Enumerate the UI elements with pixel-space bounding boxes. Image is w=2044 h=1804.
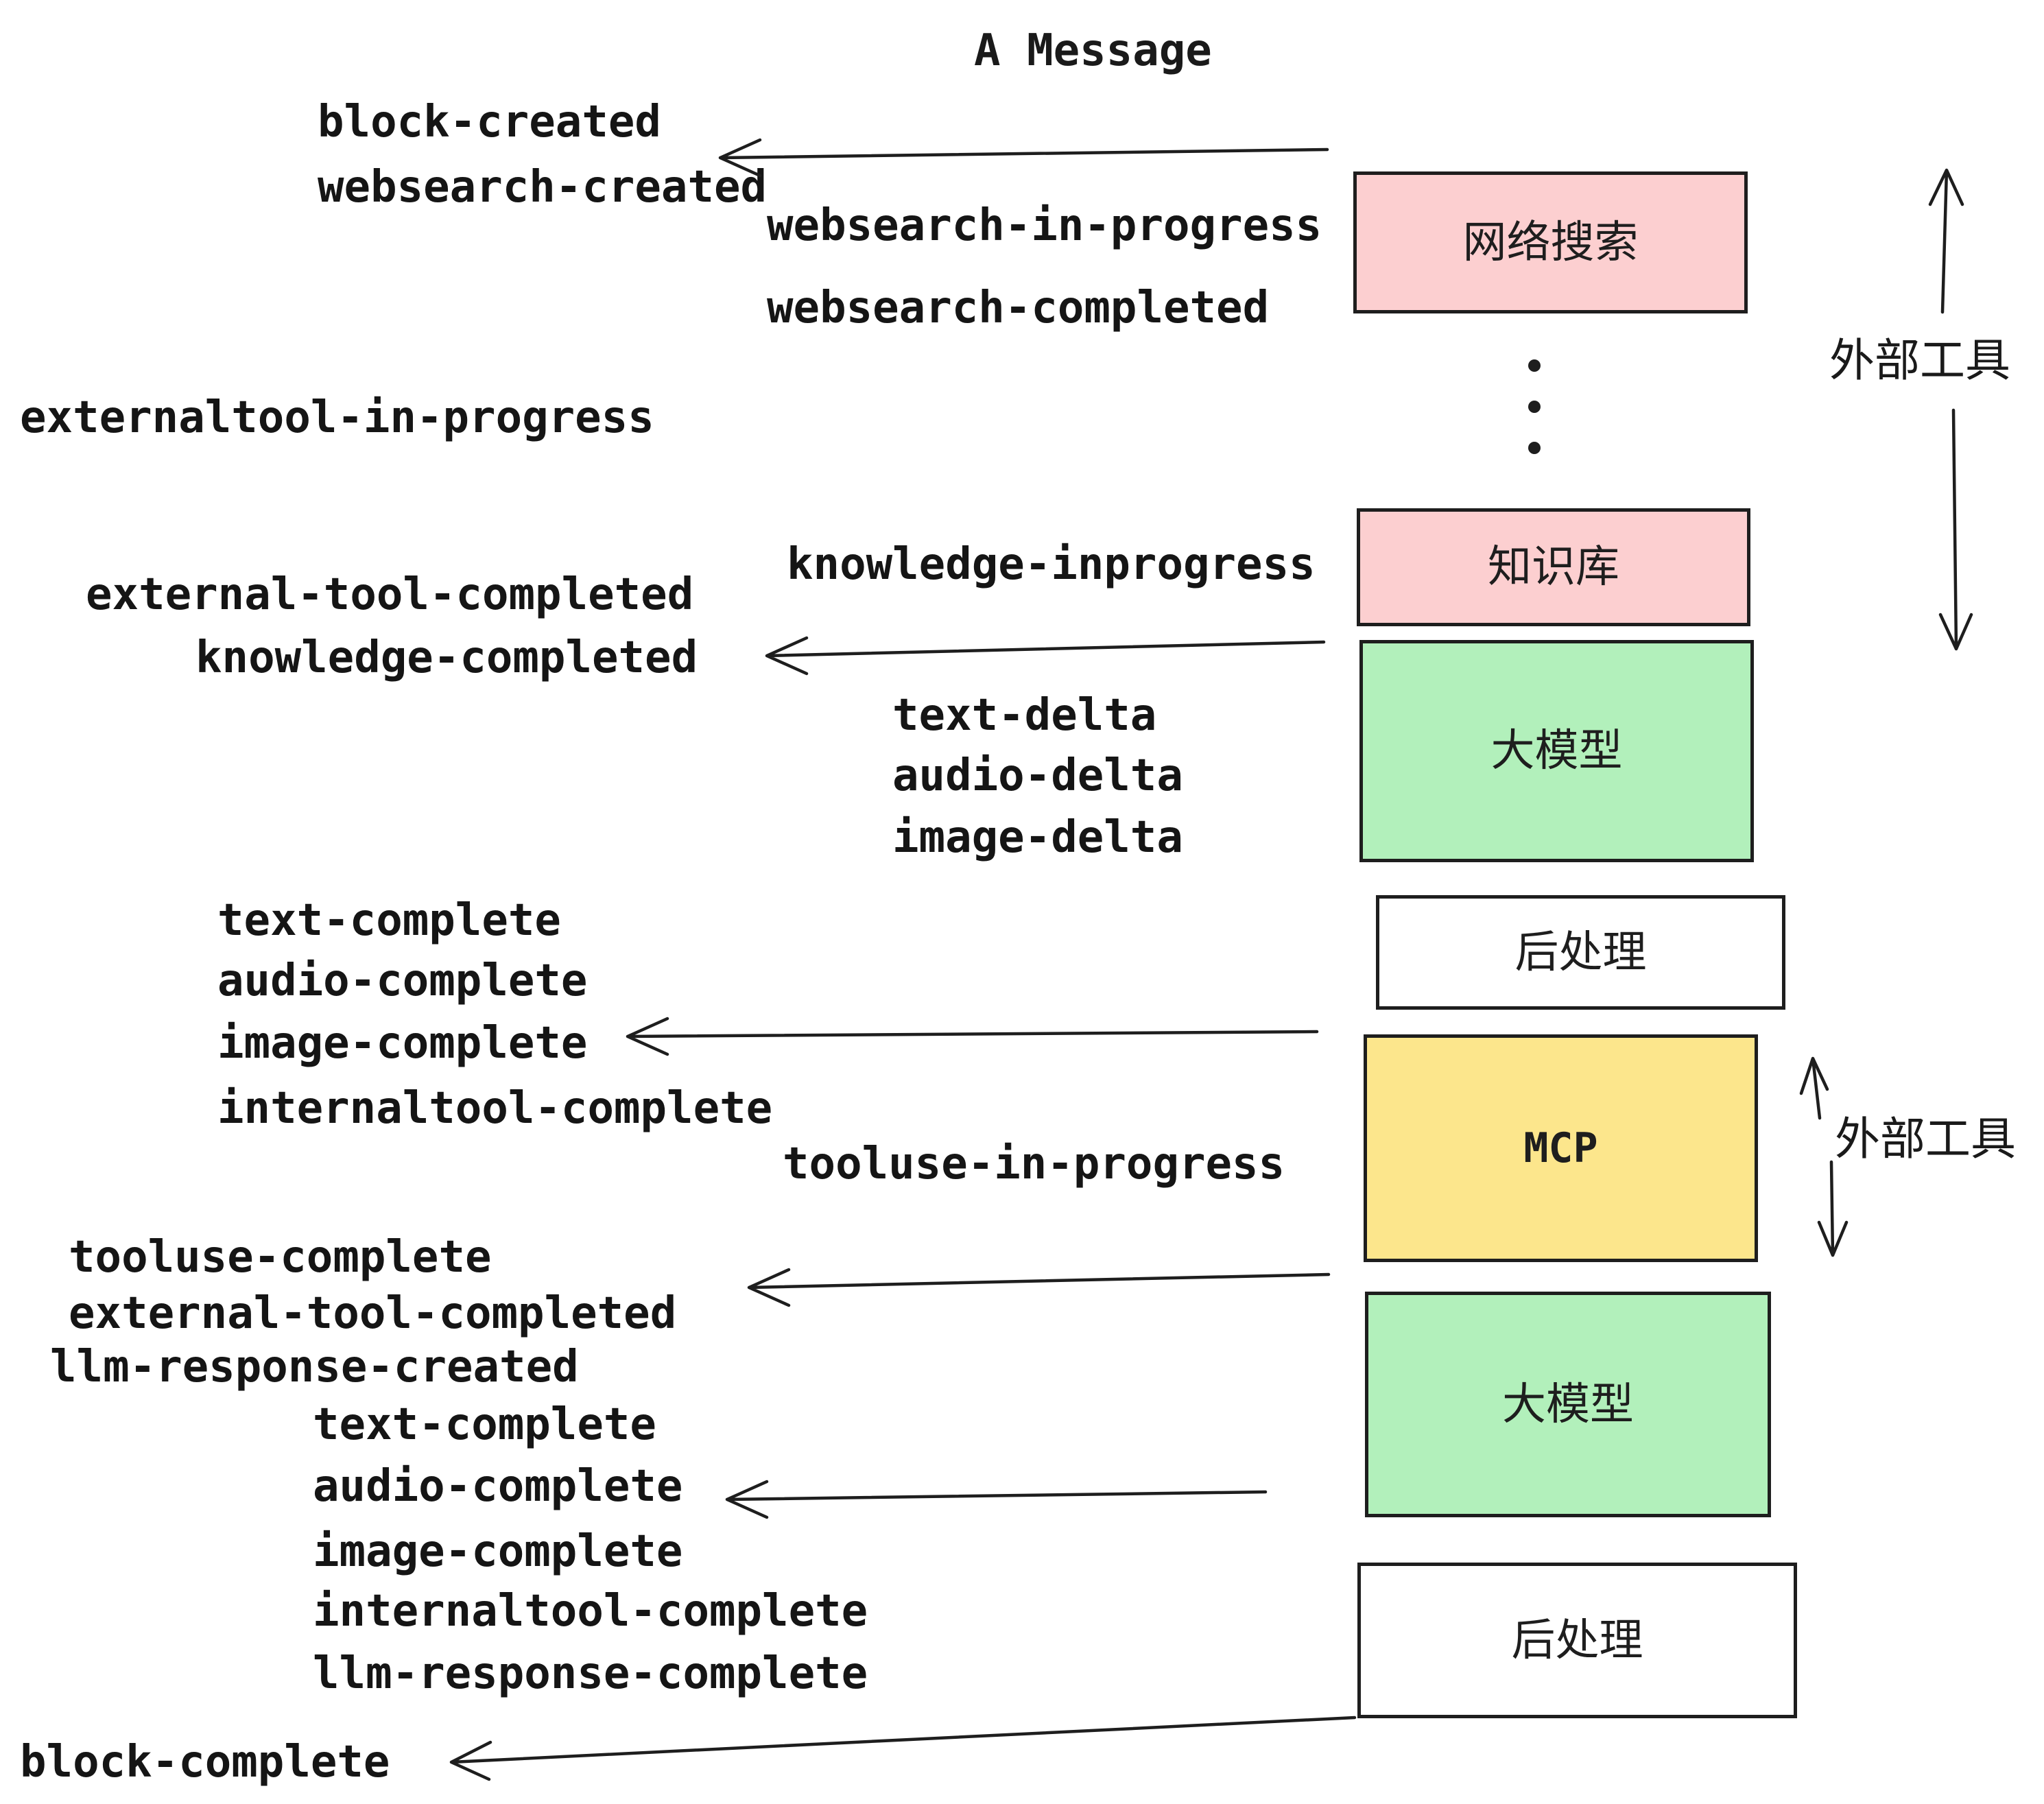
box-websearch: 网络搜索 [1353,171,1748,313]
event-llm-response-created: llm-response-created [50,1342,579,1392]
arrow-to-knowledge-completed [765,636,1326,676]
event-internaltool-complete-2: internaltool-complete [313,1586,868,1637]
event-tooluse-complete: tooluse-complete [69,1232,492,1283]
external-tools-arrow-up-1 [1928,168,1964,314]
arrow-to-block-complete [449,1716,1357,1781]
event-internaltool-complete-1: internaltool-complete [217,1083,773,1134]
box-knowledge: 知识库 [1357,508,1750,626]
event-llm-response-complete: llm-response-complete [313,1648,868,1699]
external-tools-arrow-down-2 [1817,1160,1849,1257]
arrow-to-image-complete [626,1017,1319,1056]
event-audio-complete-1: audio-complete [217,956,588,1006]
external-tools-arrow-down-1 [1938,408,1973,651]
event-websearch-completed: websearch-completed [767,283,1270,333]
event-external-tool-completed-2: external-tool-completed [69,1288,677,1339]
box-post-2: 后处理 [1357,1563,1797,1718]
event-externaltool-in-progress: externaltool-in-progress [20,392,654,443]
event-audio-delta-1: audio-delta [892,750,1183,801]
event-image-complete-1: image-complete [217,1018,588,1069]
event-text-delta-1: text-delta [892,690,1157,741]
box-llm-2: 大模型 [1365,1292,1771,1517]
ellipsis-dot-3 [1528,442,1541,454]
box-post-1: 后处理 [1376,895,1785,1010]
event-tooluse-in-progress: tooluse-in-progress [783,1139,1285,1189]
event-image-delta-1: image-delta [892,812,1183,863]
event-websearch-in-progress: websearch-in-progress [767,200,1322,251]
box-mcp: MCP [1364,1034,1758,1262]
event-block-created: block-created [318,97,661,147]
event-knowledge-completed: knowledge-completed [195,632,698,683]
event-image-complete-2: image-complete [313,1526,683,1577]
arrow-to-block-created [718,138,1329,178]
external-tools-label-1: 外部工具 [1829,334,2010,387]
external-tools-label-2: 外部工具 [1835,1113,2016,1165]
external-tools-arrow-up-2 [1799,1056,1829,1120]
box-llm-1: 大模型 [1359,640,1754,862]
event-text-complete-1: text-complete [217,895,561,946]
event-external-tool-completed-1: external-tool-completed [86,569,694,620]
page-title: A Message [974,25,1212,76]
arrow-to-audio-complete [725,1480,1268,1519]
event-websearch-created: websearch-created [318,162,768,213]
event-knowledge-inprogress: knowledge-inprogress [787,539,1316,590]
arrow-to-tooluse-complete [747,1268,1331,1307]
ellipsis-dot-2 [1528,401,1541,413]
event-audio-complete-2: audio-complete [313,1461,683,1512]
event-block-complete: block-complete [20,1737,390,1788]
event-text-complete-2: text-complete [313,1399,656,1450]
ellipsis-dot-1 [1528,359,1541,372]
